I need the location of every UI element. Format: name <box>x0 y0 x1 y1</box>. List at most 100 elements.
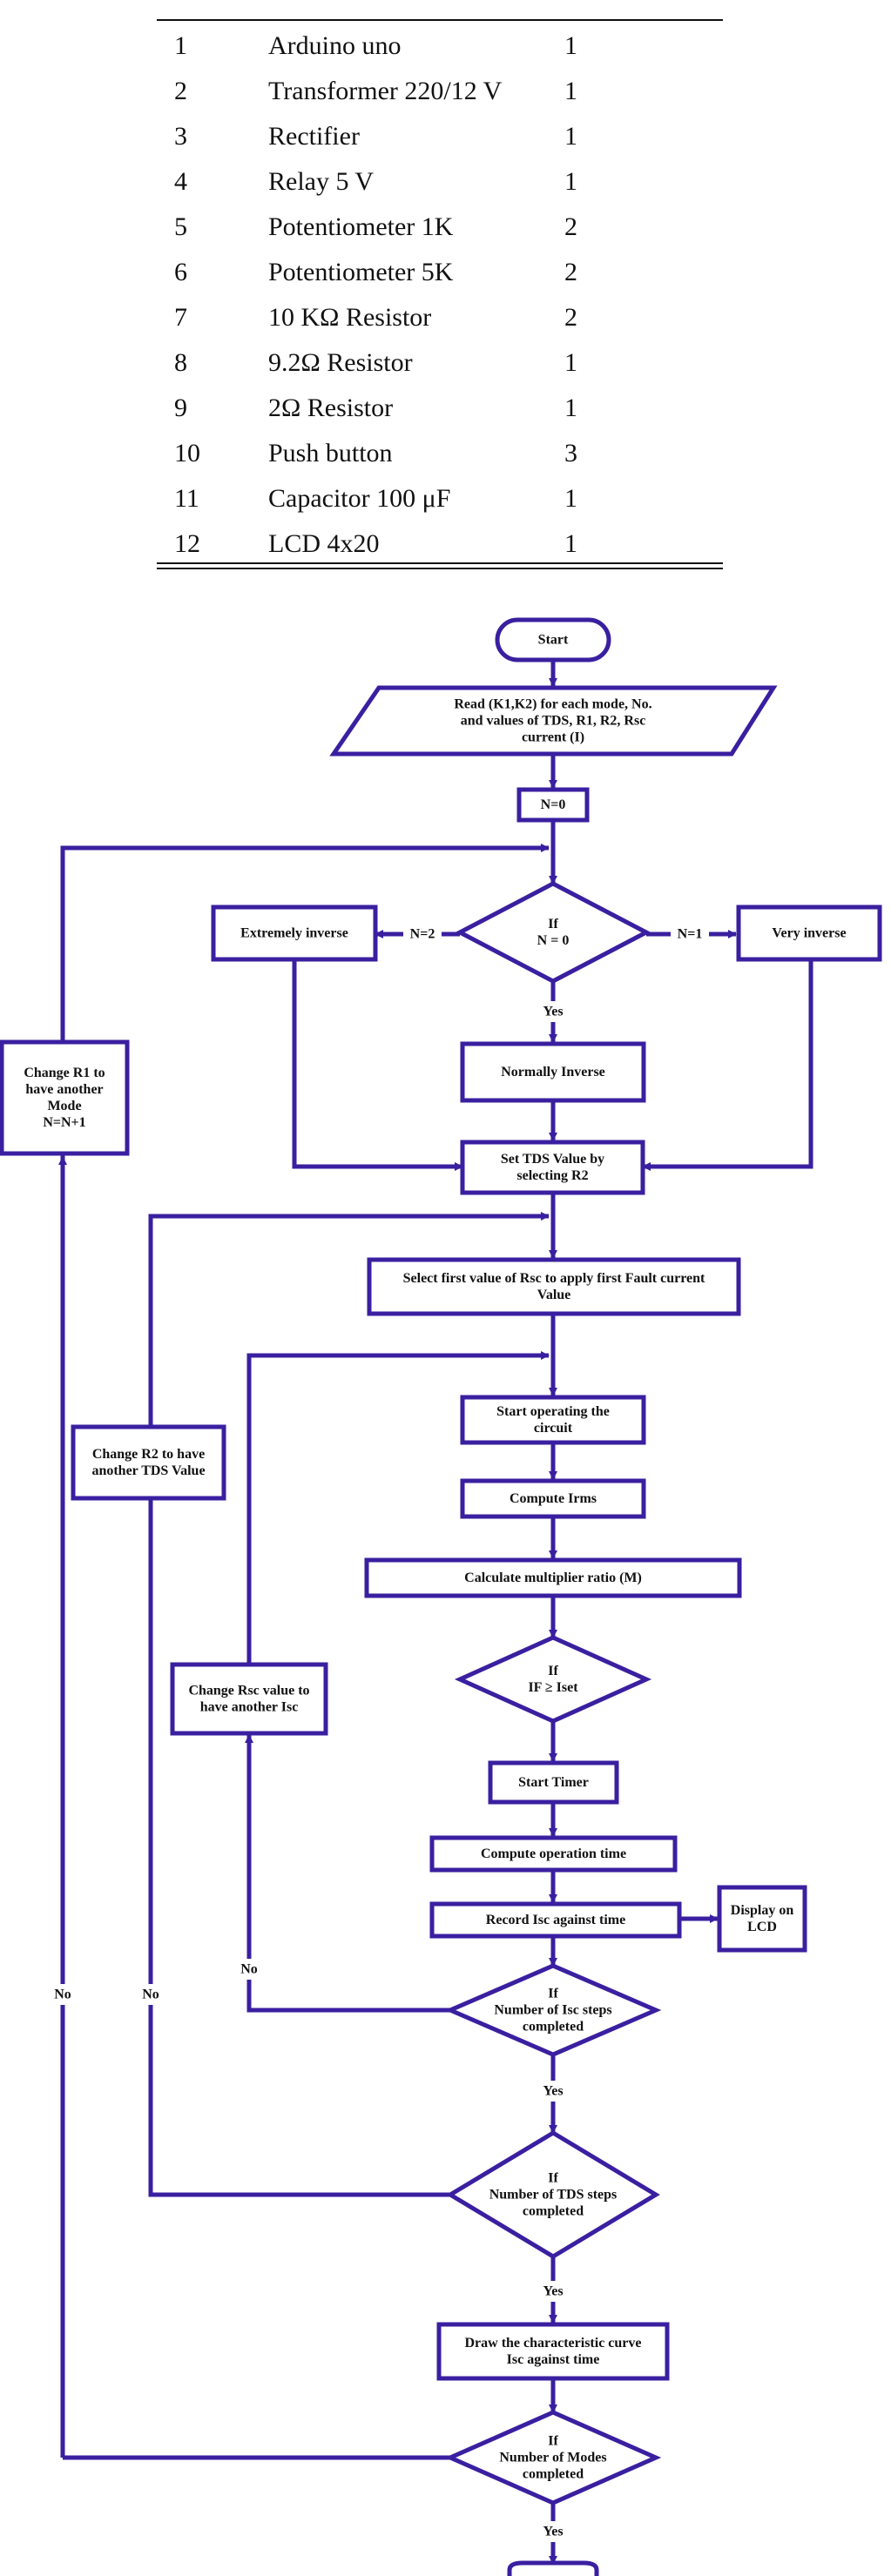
compute-irms-box-text: Compute Irms <box>510 1491 597 1506</box>
quantity: 3 <box>564 439 577 467</box>
if-tds-decision-text: Number of TDS steps <box>489 2188 618 2203</box>
component-name: 9.2Ω Resistor <box>268 348 413 377</box>
n0-box <box>516 787 590 823</box>
change-r1-box <box>0 1039 130 1156</box>
normally-inverse-box <box>460 1041 646 1103</box>
if-isc-decision <box>444 1963 662 2057</box>
if-n-decision <box>455 881 651 984</box>
row-number: 2 <box>174 77 187 105</box>
table-row: 10 Push button 3 <box>157 439 723 474</box>
quantity: 1 <box>564 348 577 377</box>
table-bottom-rule <box>157 562 723 564</box>
change-rsc-box-text: have another Isc <box>200 1700 299 1715</box>
row-number: 11 <box>174 484 199 513</box>
yes-label-modes: Yes <box>543 2525 563 2539</box>
no-label-modes-bg <box>44 1984 82 2005</box>
line-loop-r1 <box>60 844 550 1157</box>
quantity: 1 <box>564 31 577 60</box>
n2-label-bg <box>403 924 442 945</box>
if-iset-decision-text: If <box>548 1664 558 1678</box>
change-r1-box-text: Change R1 to <box>24 1066 105 1080</box>
table-row: 11 Capacitor 100 μF 1 <box>157 484 723 519</box>
component-name: Arduino uno <box>268 31 402 60</box>
select-rsc-box-text: Value <box>537 1288 571 1302</box>
quantity: 2 <box>564 212 577 241</box>
set-tds-box-text: Set TDS Value by <box>501 1152 604 1167</box>
if-n-decision-text: N = 0 <box>537 933 570 948</box>
table-bottom-rule-double <box>157 568 723 569</box>
display-lcd-box <box>717 1885 807 1953</box>
extremely-inverse-box <box>211 905 378 962</box>
component-name: Potentiometer 1K <box>268 212 454 241</box>
if-isc-decision-text: If <box>548 1987 558 2001</box>
quantity: 1 <box>564 484 577 513</box>
calc-multiplier-box-text: Calculate multiplier ratio (M) <box>464 1570 642 1585</box>
if-modes-decision-text: If <box>548 2434 558 2449</box>
if-n-decision-text: If <box>548 917 558 932</box>
quantity: 1 <box>564 393 577 422</box>
if-tds-decision-text: If <box>548 2171 558 2186</box>
line-very-set <box>642 961 813 1171</box>
compute-time-box-text: Compute operation time <box>481 1846 626 1861</box>
row-number: 1 <box>174 31 187 60</box>
no-label-isc-bg <box>230 1959 268 1980</box>
compute-irms-box <box>460 1478 646 1519</box>
row-number: 4 <box>174 167 187 196</box>
if-iset-decision <box>454 1635 652 1724</box>
row-number: 3 <box>174 122 187 151</box>
read-parallelogram-text: current (I) <box>522 730 584 745</box>
if-isc-decision-text: completed <box>523 2020 584 2035</box>
row-number: 6 <box>174 258 187 286</box>
change-r1-box-text: have another <box>25 1082 103 1097</box>
read-parallelogram-text: and values of TDS, R1, R2, Rsc <box>461 714 646 729</box>
line-loop-rsc <box>246 1351 550 1663</box>
start-operating-box-text: circuit <box>534 1421 573 1436</box>
display-lcd-box-text: Display on <box>731 1903 794 1918</box>
start-operating-box <box>460 1395 646 1445</box>
quantity: 1 <box>564 529 577 558</box>
if-modes-decision-text: completed <box>523 2467 584 2482</box>
yes-label-tds: Yes <box>543 2284 563 2299</box>
read-parallelogram-text: Read (K1,K2) for each mode, No. <box>454 697 651 712</box>
select-rsc-box <box>367 1257 741 1316</box>
component-name: LCD 4x20 <box>268 529 380 558</box>
draw-curve-box-text: Draw the characteristic curve <box>464 2336 641 2351</box>
if-modes-decision <box>444 2410 662 2505</box>
change-r2-box-text: another TDS Value <box>91 1463 205 1478</box>
yes-label-ifn: Yes <box>543 1005 563 1019</box>
very-inverse-box-text: Very inverse <box>772 926 846 941</box>
component-name: Potentiometer 5K <box>268 258 454 286</box>
row-number: 8 <box>174 348 187 377</box>
component-name: Relay 5 V <box>268 167 375 196</box>
change-r2-box <box>71 1424 226 1501</box>
no-label-modes: No <box>54 1987 71 2002</box>
if-isc-decision-text: Number of Isc steps <box>494 2003 611 2018</box>
quantity: 2 <box>564 258 577 286</box>
change-rsc-box <box>170 1662 328 1736</box>
change-r1-box-text: Mode <box>47 1099 81 1113</box>
line-loop-r2 <box>148 1212 550 1425</box>
if-modes-decision-text: Number of Modes <box>499 2451 606 2465</box>
no-label-isc: No <box>240 1962 258 1977</box>
end-terminal <box>507 2560 599 2576</box>
start-operating-box-text: Start operating the <box>496 1404 610 1419</box>
yes-label-isc: Yes <box>543 2084 563 2099</box>
set-tds-box-text: selecting R2 <box>516 1168 588 1183</box>
if-tds-decision <box>446 2130 660 2259</box>
no-label-tds: No <box>142 1987 159 2002</box>
quantity: 1 <box>564 122 577 151</box>
table-row: 1 Arduino uno 1 <box>157 31 723 66</box>
component-name: Push button <box>268 439 393 467</box>
draw-curve-box-text: Isc against time <box>507 2352 600 2367</box>
start-timer-box-text: Start Timer <box>518 1775 589 1790</box>
line-extremely-set <box>292 961 463 1171</box>
select-rsc-box-text: Select first value of Rsc to apply first… <box>403 1271 705 1286</box>
component-name: Rectifier <box>268 122 360 151</box>
yes-label-tds-bg <box>534 2281 572 2302</box>
n1-label: N=1 <box>678 927 703 942</box>
row-number: 10 <box>174 439 200 467</box>
component-name: Capacitor 100 μF <box>268 484 451 513</box>
